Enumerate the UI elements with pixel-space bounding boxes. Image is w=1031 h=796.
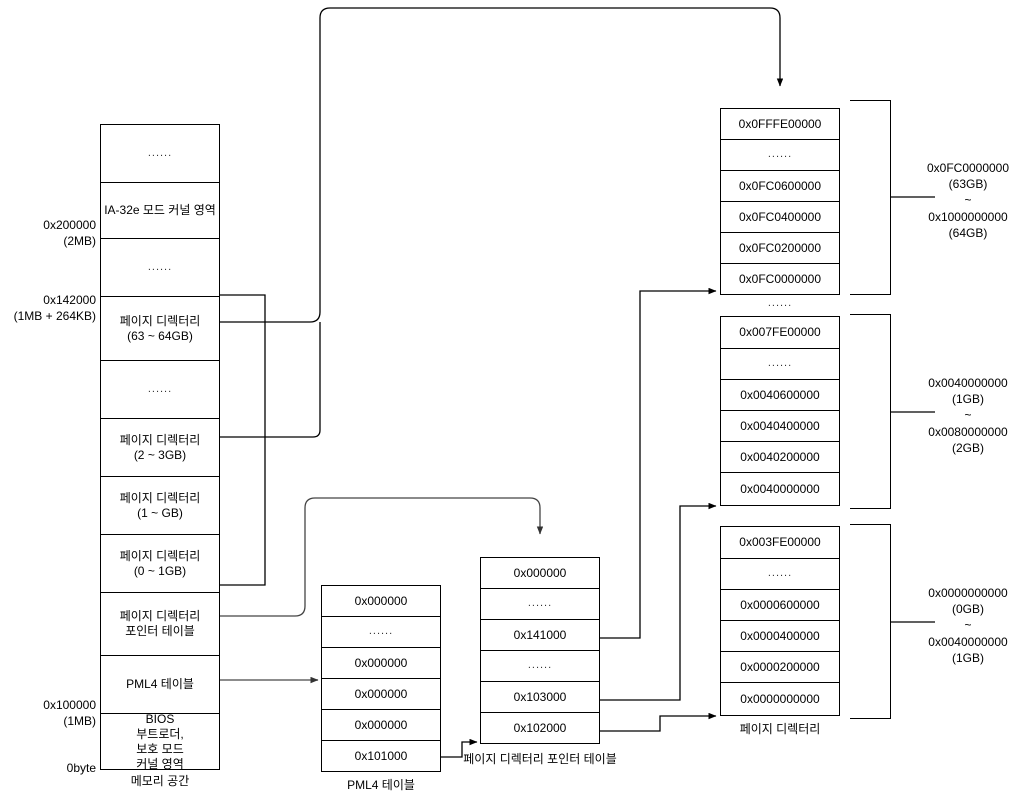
- wire-pdpt-102000-to-pd-bottom: [600, 712, 717, 732]
- range-label-page-directory-top: 0x0FC0000000 (63GB) ~ 0x1000000000 (64GB…: [926, 161, 1010, 240]
- memory-space-column: ......IA-32e 모드 커널 영역......페이지 디렉터리 (63 …: [100, 124, 220, 771]
- pdpt-table-caption: 페이지 디렉터리 포인터 테이블: [463, 752, 617, 766]
- page-directory-mid-cell[interactable]: ......: [721, 349, 839, 380]
- range-label-page-directory-mid: 0x0040000000 (1GB) ~ 0x0080000000 (2GB): [928, 376, 1008, 455]
- wire-pd63to64-to-pd-top: [220, 7, 784, 323]
- page-directory-top-cell[interactable]: 0x0FC0400000: [721, 202, 839, 233]
- address-label-0x142000: 0x142000 (1MB + 264KB): [13, 293, 96, 323]
- page-directory-bottom-cell[interactable]: 0x0000000000: [740, 691, 820, 706]
- memory-space-cell[interactable]: ......: [101, 239, 219, 297]
- page-directory-top-cell[interactable]: 0x0FFFE00000: [721, 109, 839, 140]
- pml4-table-cell[interactable]: 0x000000: [322, 648, 440, 679]
- pdpt-table-cell[interactable]: ......: [481, 589, 599, 620]
- address-label-0byte: 0byte: [66, 761, 96, 775]
- page-directory-mid-cell[interactable]: 0x007FE00000: [721, 317, 839, 349]
- wire-pdpt-103000-to-pd-mid: [600, 502, 717, 701]
- pdpt-table-cell[interactable]: ......: [481, 651, 599, 682]
- pdpt-table-cell[interactable]: 0x103000: [481, 682, 599, 713]
- page-directory-top-cell[interactable]: 0x0FC0600000: [721, 171, 839, 202]
- page-directory-top-cell[interactable]: ......: [721, 140, 839, 171]
- wire-pd2to3-elbow: [220, 322, 321, 438]
- memory-space-cell[interactable]: PML4 테이블: [101, 656, 219, 714]
- memory-space-cell[interactable]: BIOS 부트로더, 보호 모드 커널 영역: [136, 711, 184, 771]
- page-directory-mid-above-dots: ......: [767, 297, 793, 310]
- memory-space-cell[interactable]: 페이지 디렉터리 (0 ~ 1GB): [101, 535, 219, 593]
- page-directory-mid-cell[interactable]: 0x0040400000: [721, 411, 839, 442]
- pdpt-table-cell[interactable]: 0x141000: [481, 620, 599, 651]
- memory-space-cell[interactable]: 페이지 디렉터리 (1 ~ GB): [101, 477, 219, 535]
- wire-pdpt-141000-to-pd-top: [600, 287, 717, 639]
- pml4-table-cell[interactable]: 0x000000: [322, 586, 440, 617]
- bracket-page-directory-top: [850, 100, 891, 295]
- range-label-page-directory-bottom: 0x0000000000 (0GB) ~ 0x0040000000 (1GB): [928, 586, 1008, 665]
- page-directory-bottom-cell[interactable]: 0x0000200000: [721, 652, 839, 683]
- address-label-0x100000: 0x100000 (1MB): [43, 698, 96, 728]
- wire-pd0to1-elbow: [220, 294, 266, 586]
- page-directory-mid-cell[interactable]: 0x0040200000: [721, 442, 839, 473]
- memory-space-cell[interactable]: ......: [101, 125, 219, 183]
- pml4-table-cell[interactable]: ......: [322, 617, 440, 648]
- memory-space-cell[interactable]: 페이지 디렉터리 포인터 테이블: [101, 593, 219, 656]
- pml4-table-caption: PML4 테이블: [347, 778, 415, 792]
- page-directory-mid-cell[interactable]: 0x0040000000: [740, 481, 820, 496]
- page-directory-mid-cell[interactable]: 0x0040600000: [721, 380, 839, 411]
- pml4-table-cell[interactable]: 0x000000: [322, 679, 440, 710]
- page-directory-top-cell[interactable]: 0x0FC0200000: [721, 233, 839, 264]
- page-directory-bottom-cell[interactable]: 0x0000400000: [721, 621, 839, 652]
- page-directory-bottom-cell[interactable]: ......: [721, 559, 839, 590]
- page-directory-bottom-cell[interactable]: 0x0000600000: [721, 590, 839, 621]
- page-directory-bottom-caption: 페이지 디렉터리: [739, 722, 821, 736]
- bracket-page-directory-mid: [850, 314, 891, 509]
- pdpt-table-cell[interactable]: 0x102000: [513, 720, 567, 735]
- memory-space-cell[interactable]: 페이지 디렉터리 (63 ~ 64GB): [101, 297, 219, 361]
- pdpt-table-cell[interactable]: 0x000000: [481, 558, 599, 589]
- memory-space-cell[interactable]: ......: [101, 361, 219, 419]
- address-label-0x200000: 0x200000 (2MB): [43, 218, 96, 248]
- memory-space-caption: 메모리 공간: [130, 774, 190, 788]
- page-directory-bottom-cell[interactable]: 0x003FE00000: [721, 527, 839, 559]
- bracket-page-directory-bottom: [850, 524, 891, 719]
- pml4-table-cell[interactable]: 0x000000: [322, 710, 440, 741]
- memory-space-cell[interactable]: 페이지 디렉터리 (2 ~ 3GB): [101, 419, 219, 477]
- memory-space-cell[interactable]: IA-32e 모드 커널 영역: [101, 183, 219, 239]
- page-directory-top-cell[interactable]: 0x0FC0000000: [738, 271, 822, 286]
- pml4-table-cell[interactable]: 0x101000: [354, 748, 408, 763]
